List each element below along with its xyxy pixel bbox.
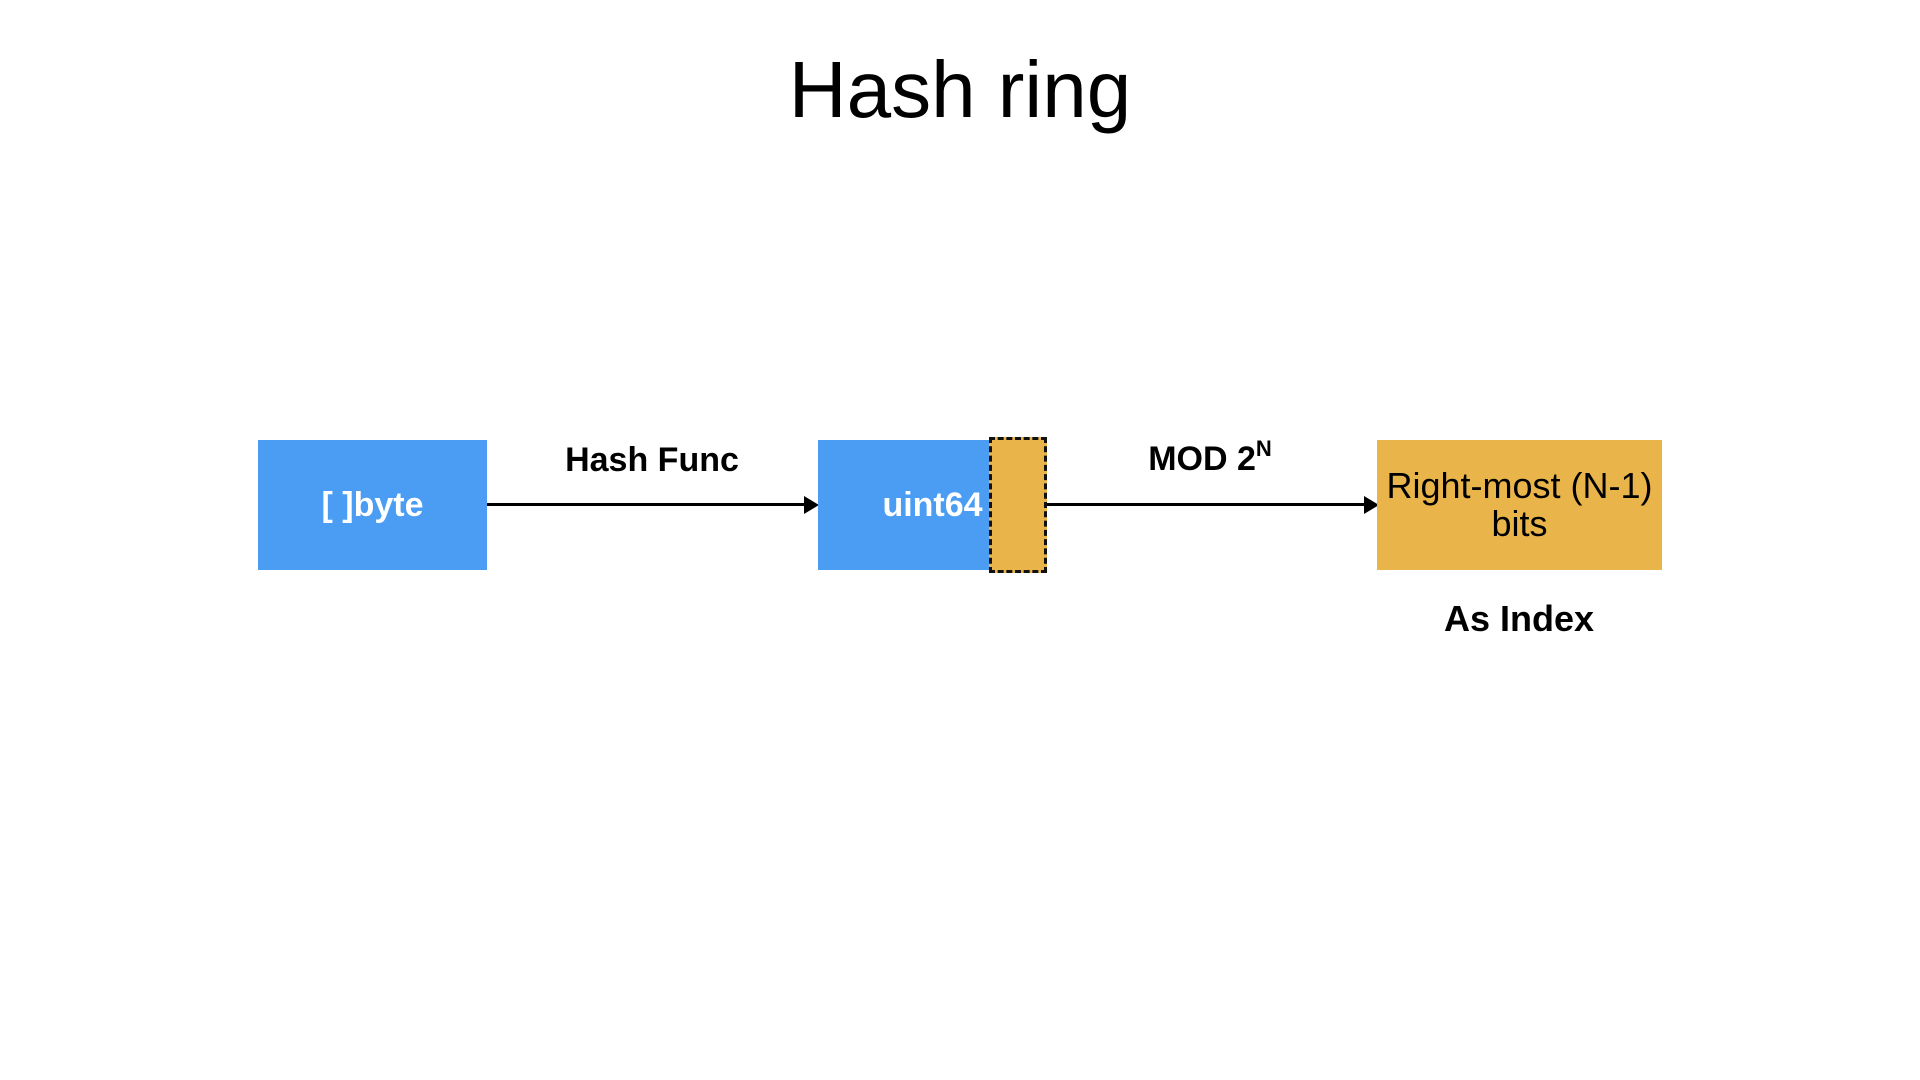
mod-arrow-line	[1047, 503, 1365, 506]
uint64-box-label: uint64	[882, 485, 983, 524]
slide-title: Hash ring	[788, 45, 1132, 134]
mod-arrow-label-base: MOD 2	[1148, 440, 1256, 478]
hash-func-arrowhead-icon	[804, 496, 819, 514]
mod-arrow-label: MOD 2N	[1060, 437, 1360, 479]
byte-box-label: [ ]byte	[321, 485, 424, 524]
mod-arrowhead-icon	[1364, 496, 1379, 514]
as-index-caption: As Index	[1443, 598, 1595, 639]
result-box-label-line1: Right-most (N-1)	[1386, 464, 1653, 506]
hash-func-arrow-line	[487, 503, 805, 506]
mod-arrow-label-exponent: N	[1255, 435, 1272, 461]
byte-box: [ ]byte	[258, 440, 487, 570]
hash-func-arrow-label: Hash Func	[565, 441, 739, 479]
result-box-label-line2: bits	[1491, 503, 1548, 544]
result-box: Right-most (N-1) bits	[1377, 440, 1662, 570]
rightmost-bits-dashed-overlay	[989, 437, 1047, 573]
